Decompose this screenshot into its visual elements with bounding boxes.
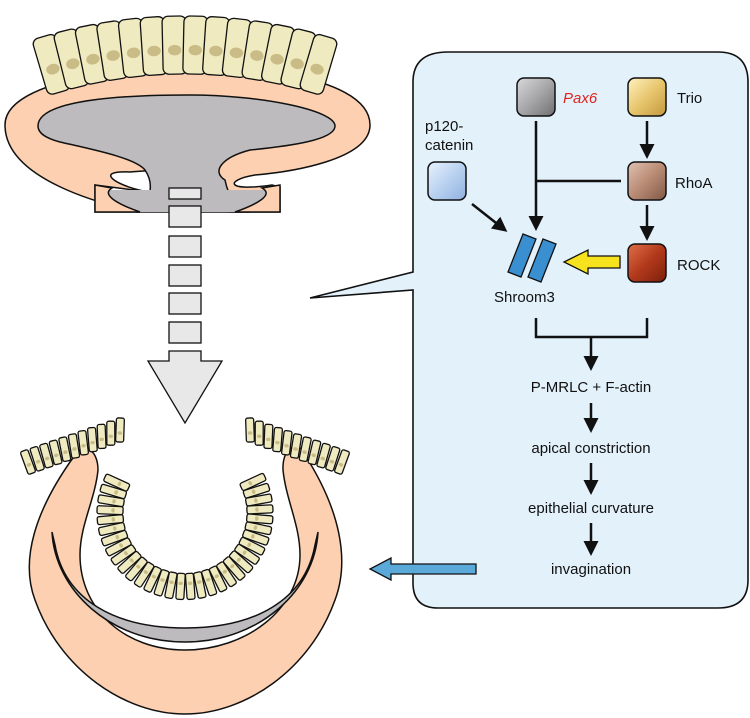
epithelial-cell: [316, 442, 331, 469]
epithelial-cell: [325, 446, 341, 472]
epithelial-cell: [103, 473, 131, 492]
epithelial-cell: [106, 420, 116, 446]
epithelial-cell: [97, 522, 126, 537]
epithelial-cell: [58, 436, 72, 463]
pathway-edges: [471, 121, 655, 556]
epithelial-cell: [175, 572, 186, 601]
epithelial-cell: [96, 514, 125, 526]
p120-label-line2: catenin: [425, 137, 473, 154]
epithelial-cell: [242, 529, 270, 546]
rhoa-label: RhoA: [675, 175, 713, 192]
epithelial-cell: [133, 561, 155, 588]
epithelial-cell: [29, 446, 45, 472]
cascade-step-3: epithelial curvature: [528, 500, 654, 517]
pathway-panel: [309, 51, 749, 609]
optic-vesicle: [4, 64, 371, 213]
p120-label-line1: p120-: [425, 118, 463, 135]
lumen-cup: [51, 531, 319, 643]
epithelial-cell: [99, 483, 128, 500]
epithelial-cell: [143, 565, 162, 593]
epithelial-cell: [110, 544, 137, 566]
epithelial-cell: [245, 417, 255, 443]
trio-label: Trio: [677, 90, 702, 107]
neural-retina-cells: [96, 472, 274, 601]
epithelial-cell: [125, 556, 148, 582]
epithelial-cell: [96, 505, 124, 516]
epithelial-cell: [298, 436, 312, 463]
cascade-step-4: invagination: [551, 561, 631, 578]
down-arrowhead: [146, 350, 224, 425]
epithelial-cell: [193, 571, 207, 599]
transition-arrow: [146, 187, 224, 425]
panel-bubble: [309, 51, 749, 609]
epithelial-cell: [161, 15, 188, 75]
epithelial-cell: [117, 550, 142, 574]
epithelial-cell: [242, 482, 271, 499]
epithelial-cell: [334, 449, 350, 475]
epithelial-cell: [115, 417, 125, 443]
rhoa-node: [627, 161, 667, 201]
shroom3-label: Shroom3: [494, 289, 555, 306]
epithelial-cell: [263, 423, 274, 450]
epithelial-cell: [39, 442, 54, 469]
epithelial-cell: [239, 472, 267, 492]
stalk: [95, 190, 280, 212]
epithelial-cell: [201, 568, 218, 597]
epithelial-cell: [234, 543, 260, 565]
epithelial-cell: [289, 433, 303, 459]
shroom3-node: [507, 233, 557, 283]
cascade-step-1: P-MRLC + F-actin: [531, 379, 651, 396]
epithelial-cell: [246, 504, 274, 515]
epithelial-cell: [100, 529, 129, 547]
epithelial-cell: [216, 561, 237, 588]
epithelial-cell: [48, 439, 63, 466]
epithelial-cell: [97, 494, 125, 508]
epithelial-cell: [238, 536, 266, 556]
epithelial-cell: [96, 423, 107, 450]
lumen-top: [37, 94, 336, 213]
panel-to-cup-arrow: [368, 556, 477, 582]
pax6-node: [516, 77, 556, 117]
epithelial-cell: [299, 33, 338, 95]
epithelial-cell: [77, 429, 90, 456]
surface-ectoderm-cells: [32, 15, 338, 95]
p120-to-shroom3-arrow: [471, 203, 508, 232]
epithelial-cell: [32, 33, 71, 95]
epithelial-cell: [222, 556, 246, 581]
epithelial-cell: [272, 426, 284, 453]
trio-node: [627, 77, 667, 117]
p120-catenin-node: [427, 161, 467, 201]
epithelial-cell: [208, 565, 228, 593]
cascade-step-2: apical constriction: [531, 440, 650, 457]
epithelial-cell: [184, 572, 196, 601]
pax6-label: Pax6: [563, 90, 598, 107]
epithelial-cell: [228, 550, 254, 574]
epithelial-cell: [20, 449, 36, 475]
epithelial-cell: [105, 537, 132, 557]
epithelial-cell: [67, 433, 81, 459]
rock-to-shroom3-arrow: [562, 248, 621, 276]
rock-node: [627, 243, 667, 283]
epithelial-cell: [245, 513, 274, 525]
epithelial-cell: [164, 571, 178, 600]
lens-ectoderm-cells: [20, 417, 350, 475]
epithelial-cell: [244, 521, 273, 536]
epithelial-cell: [86, 426, 98, 453]
rock-label: ROCK: [677, 257, 720, 274]
epithelial-cell: [307, 439, 322, 466]
epithelial-cell: [244, 493, 273, 507]
epithelial-cell: [254, 420, 264, 446]
epithelial-cell: [280, 429, 293, 456]
epithelial-cell: [153, 569, 170, 597]
